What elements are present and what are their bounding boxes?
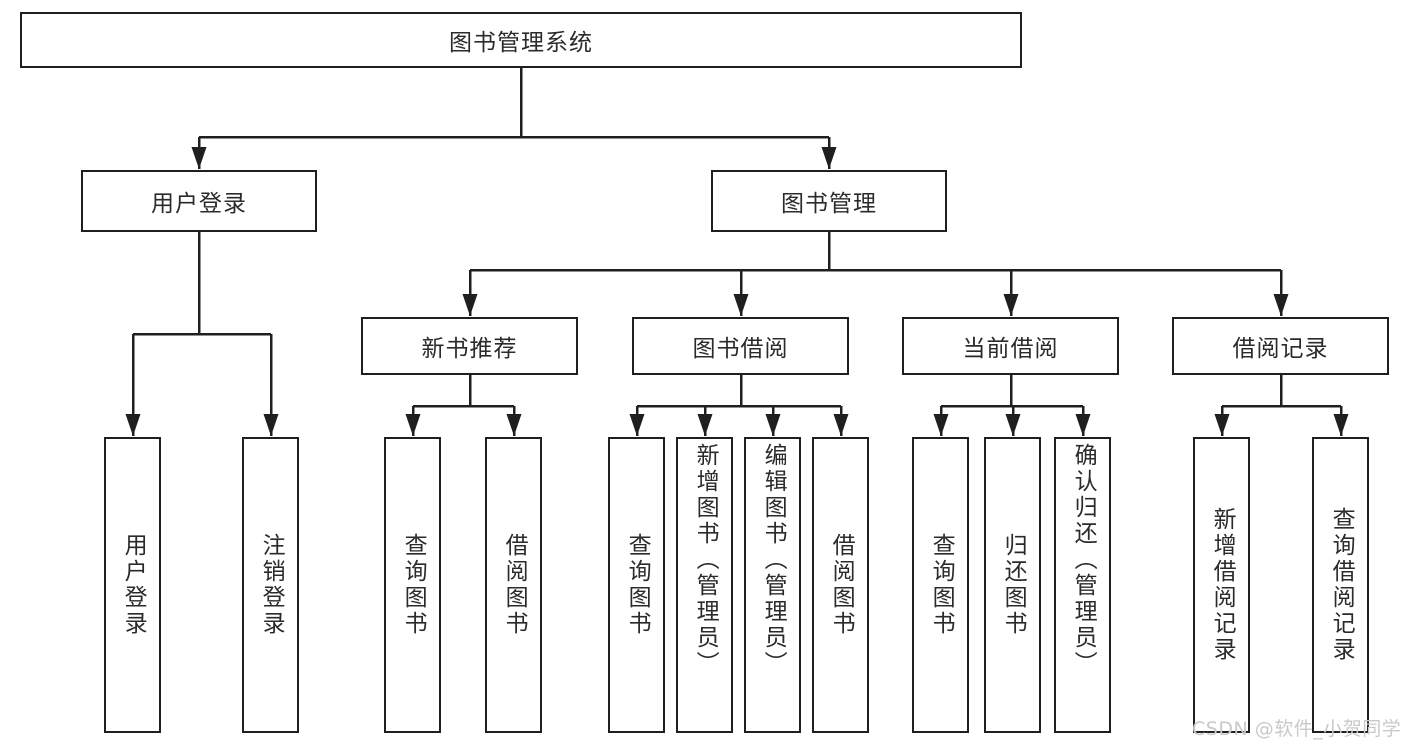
node-leaf-user-login: 用户登录 [104, 437, 161, 733]
node-label: 注销登录 [258, 533, 285, 637]
node-label: 编辑图书（管理员） [760, 443, 787, 677]
node-label: 查询图书 [400, 533, 427, 637]
node-leaf-rec-add: 新增借阅记录 [1193, 437, 1250, 733]
node-borrow: 图书借阅 [632, 317, 849, 375]
node-label: 借阅记录 [1232, 336, 1329, 362]
node-bookmgmt: 图书管理 [711, 170, 947, 232]
node-leaf-bw-edit: 编辑图书（管理员） [744, 437, 801, 733]
node-label: 图书借阅 [692, 336, 789, 362]
node-label: 借阅图书 [501, 533, 528, 637]
node-label: 用户登录 [151, 191, 247, 217]
node-records: 借阅记录 [1172, 317, 1389, 375]
node-leaf-nb-query: 查询图书 [384, 437, 441, 733]
node-leaf-nb-borrow: 借阅图书 [485, 437, 542, 733]
node-label: 用户登录 [120, 533, 147, 637]
node-label: 借阅图书 [828, 533, 855, 637]
node-login: 用户登录 [81, 170, 317, 232]
node-leaf-user-logout: 注销登录 [242, 437, 299, 733]
node-label: 归还图书 [1000, 533, 1027, 637]
node-label: 新增图书（管理员） [692, 443, 719, 677]
node-leaf-rec-query: 查询借阅记录 [1312, 437, 1369, 733]
node-label: 图书管理 [781, 191, 877, 217]
node-label: 查询图书 [624, 533, 651, 637]
node-leaf-bw-add: 新增图书（管理员） [676, 437, 733, 733]
node-label: 图书管理系统 [449, 30, 593, 56]
node-leaf-cur-confirm: 确认归还（管理员） [1054, 437, 1111, 733]
node-leaf-cur-return: 归还图书 [984, 437, 1041, 733]
node-newbook: 新书推荐 [361, 317, 578, 375]
node-leaf-bw-borrow: 借阅图书 [812, 437, 869, 733]
node-label: 确认归还（管理员） [1070, 443, 1097, 677]
node-current: 当前借阅 [902, 317, 1119, 375]
node-label: 查询借阅记录 [1328, 507, 1355, 663]
node-label: 新增借阅记录 [1209, 507, 1236, 663]
node-label: 查询图书 [928, 533, 955, 637]
node-leaf-bw-query: 查询图书 [608, 437, 665, 733]
node-root: 图书管理系统 [20, 12, 1022, 68]
node-leaf-cur-query: 查询图书 [912, 437, 969, 733]
node-label: 新书推荐 [421, 336, 518, 362]
node-label: 当前借阅 [962, 336, 1059, 362]
